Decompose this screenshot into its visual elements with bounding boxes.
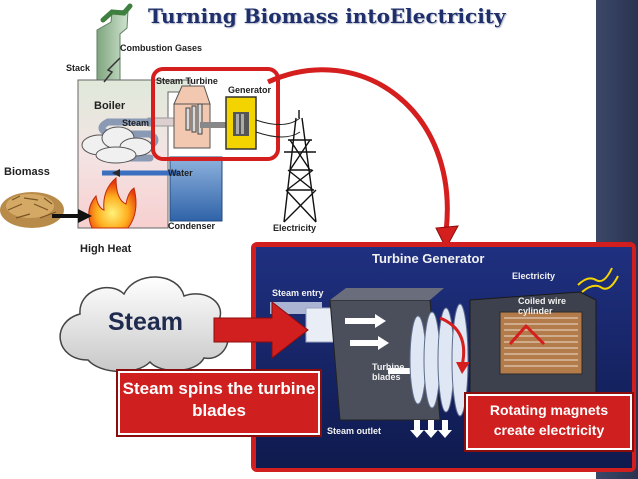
label-steam-entry: Steam entry [272,288,324,298]
label-generator: Generator [228,85,272,95]
transmission-tower [283,110,317,223]
label-combustion-gases: Combustion Gases [120,43,203,53]
label-panel-electricity: Electricity [512,271,556,281]
label-water: Water [168,168,193,178]
fire [88,176,137,229]
steam-puff [81,126,153,164]
label-turbine-blades: Turbine blades [372,362,405,383]
biomass-arrow [52,209,92,223]
steam-arrow [213,300,309,360]
label-steam-turbine: Steam Turbine [156,76,218,86]
label-electricity: Electricity [273,223,317,233]
callout-rotating-magnets-text: Rotating magnets create electricity [489,402,609,438]
highlight-box [151,67,280,161]
turbine-shaft [200,122,240,128]
curved-arrow [266,67,450,233]
steam-cloud [59,276,229,373]
label-high-heat: High Heat [80,243,132,255]
label-stack: Stack [66,63,91,73]
label-steam-pipe: Steam [122,118,150,128]
steam-cloud-label: Steam [108,308,184,336]
generator [225,96,257,150]
label-boiler: Boiler [94,100,126,112]
callout-steam-spins: Steam spins the turbine blades [116,369,322,437]
power-line [255,117,301,125]
slide-title: Turning Biomass intoElectricity [148,4,506,28]
gas-arrow [103,57,121,83]
label-steam-outlet: Steam outlet [327,426,382,436]
callout-rotating-magnets: Rotating magnets create electricity [464,392,634,452]
steam-turbine [173,85,211,149]
biomass-pile [0,192,64,228]
label-biomass: Biomass [4,166,50,178]
callout-steam-spins-text: Steam spins the turbine blades [122,379,316,421]
label-condenser: Condenser [168,221,216,231]
label-coiled-wire: Coiled wire cylinder [518,296,567,317]
condenser [169,156,223,222]
label-turbine-generator: Turbine Generator [372,251,485,266]
